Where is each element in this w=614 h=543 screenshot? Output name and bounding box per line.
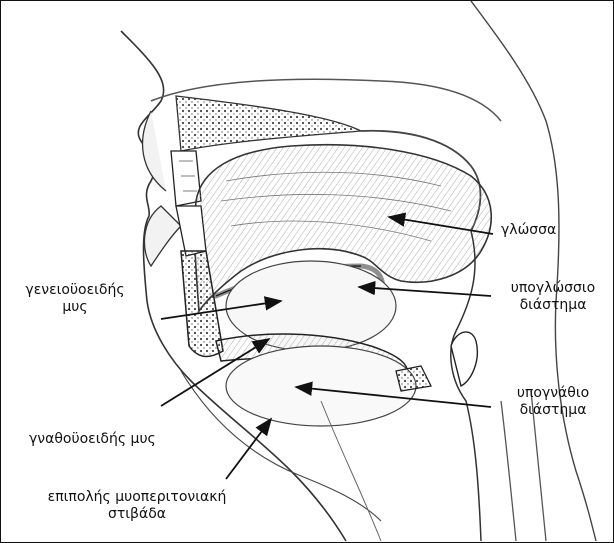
- label-submandibular-space-line1: υπογνάθιο: [498, 385, 608, 402]
- hard-palate: [176, 96, 361, 151]
- label-superficial-fascia-line1: επιπολής μυοπεριτονιακή: [27, 489, 247, 506]
- label-superficial-fascia: επιπολής μυοπεριτονιακή στιβάδα: [27, 489, 247, 523]
- lower-teeth: [176, 206, 206, 256]
- upper-lip: [143, 111, 166, 191]
- neck-back: [471, 1, 596, 541]
- label-tongue: γλώσσα: [501, 222, 556, 239]
- arrow-fascia: [226, 419, 271, 479]
- label-submandibular-space: υπογνάθιο διάστημα: [498, 385, 608, 419]
- label-superficial-fascia-line2: στιβάδα: [27, 506, 247, 523]
- label-sublingual-space-line2: διάστημα: [498, 297, 608, 314]
- hyoid-bone: [396, 366, 431, 391]
- submandibular-space: [226, 346, 416, 426]
- label-geniohyoid: γενειοϋοειδής μυς: [9, 282, 141, 316]
- label-sublingual-space: υπογλώσσιο διάστημα: [498, 280, 608, 314]
- label-sublingual-space-line1: υπογλώσσιο: [498, 280, 608, 297]
- label-geniohyoid-line2: μυς: [9, 299, 141, 316]
- pharynx: [451, 231, 481, 541]
- label-submandibular-space-line2: διάστημα: [498, 402, 608, 419]
- label-mylohyoid: γναθοϋοειδής μυς: [29, 431, 156, 448]
- label-geniohyoid-line1: γενειοϋοειδής: [9, 282, 141, 299]
